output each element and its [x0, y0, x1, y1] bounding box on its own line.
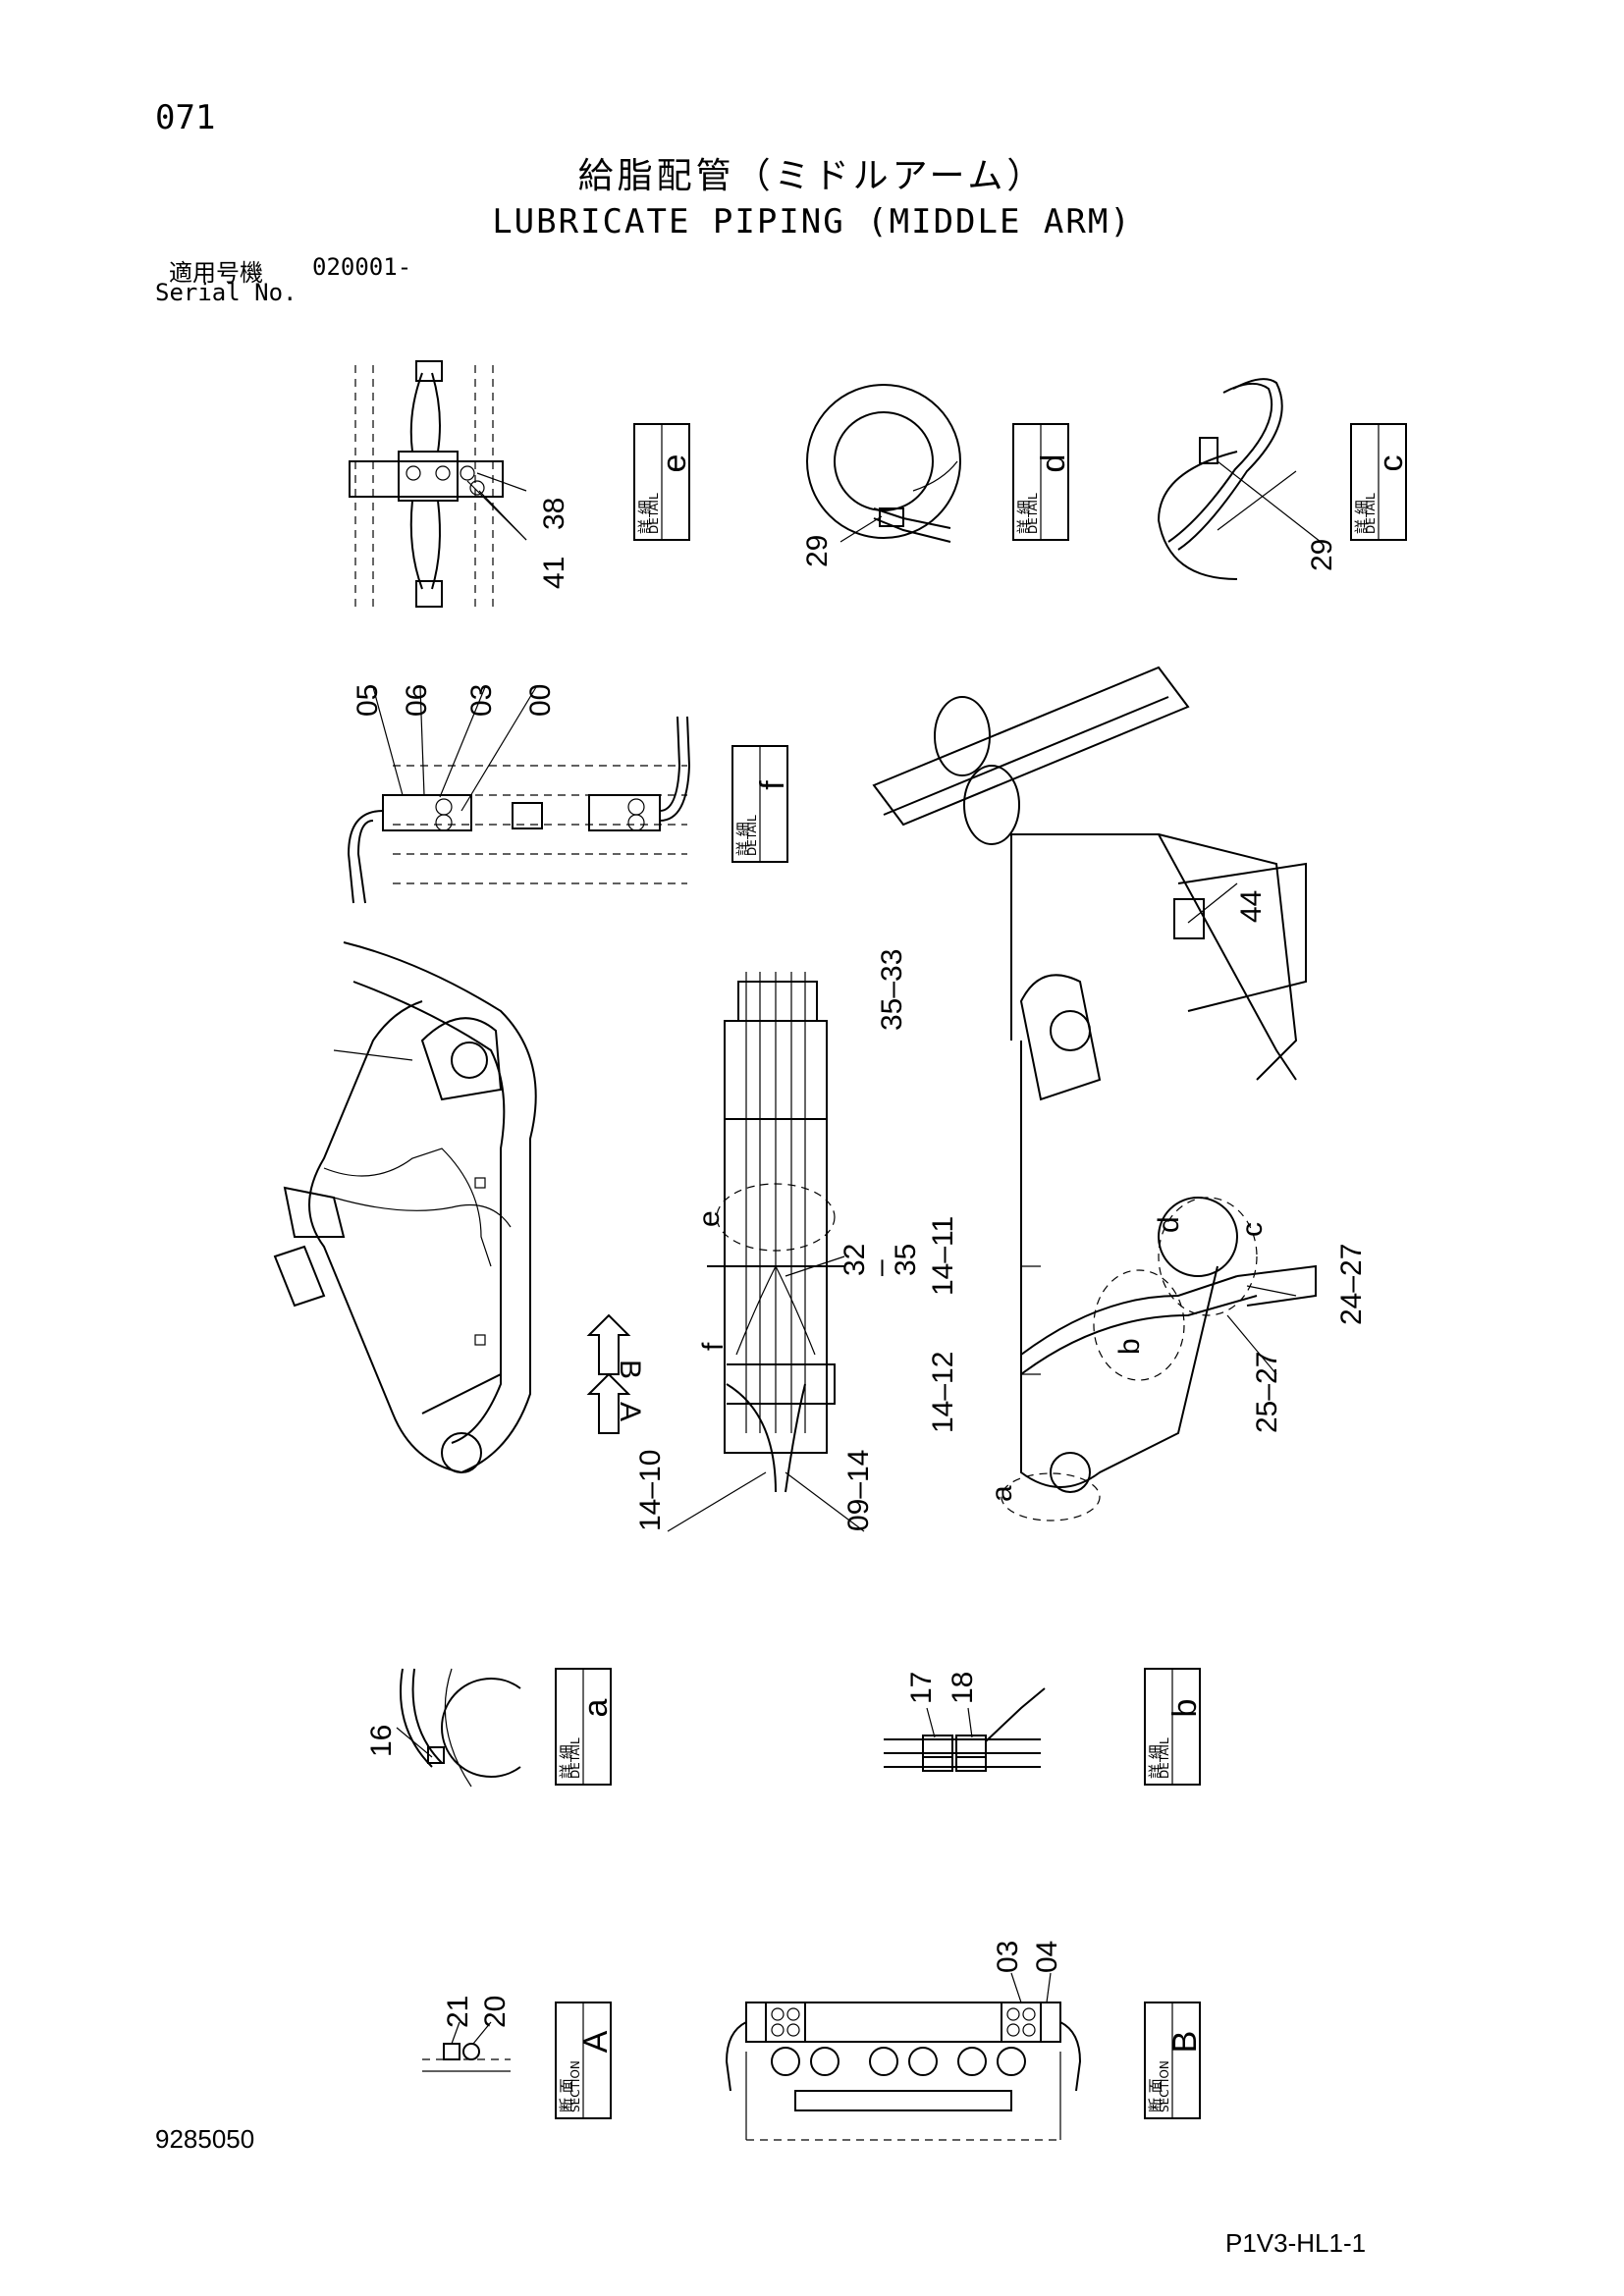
- callout-35: 35: [890, 1244, 922, 1276]
- callout-06: 06: [401, 684, 433, 717]
- label-box-kind-english: DETAIL: [1026, 493, 1040, 534]
- callout-14-12: 14–12: [927, 1352, 959, 1433]
- right-detail-b-marker: b: [1113, 1338, 1146, 1355]
- center-detail-f-marker: f: [697, 1342, 730, 1351]
- callout-41: 41: [538, 557, 570, 589]
- label-box-kind-english: SECTION: [1158, 2060, 1171, 2112]
- section-a-drawing: 21 20: [422, 1996, 512, 2072]
- right-detail-c-marker: c: [1236, 1222, 1269, 1237]
- detail-d-drawing: 29: [801, 384, 961, 567]
- section-arrow-b-letter: B: [614, 1360, 646, 1379]
- label-box-kind-english: DETAIL: [1364, 493, 1378, 534]
- label-box-letter: e: [656, 454, 693, 473]
- callout-29-d: 29: [801, 535, 834, 567]
- callout-05: 05: [352, 684, 384, 717]
- label-box-kind-english: DETAIL: [647, 493, 661, 534]
- label-box-letter: c: [1373, 455, 1410, 472]
- right-detail-d-marker: d: [1153, 1216, 1185, 1233]
- serial-value: 020001-: [312, 253, 412, 281]
- left-arm-view: [273, 941, 537, 1474]
- detail-f-drawing: 05 06 03 00: [347, 684, 691, 904]
- sheet-code: P1V3-HL1-1: [1225, 2228, 1367, 2258]
- page-number: 071: [155, 98, 216, 137]
- section-arrow-a: A: [586, 1372, 646, 1434]
- label-box-kind-english: DETAIL: [745, 815, 759, 856]
- detail-e-drawing: 38 41: [349, 360, 570, 609]
- serial-label-japanese: 適用号機: [169, 259, 263, 287]
- label-box-kind-japanese: 詳 細: [734, 822, 752, 856]
- callout-00: 00: [524, 684, 557, 717]
- label-box-kind-english: DETAIL: [1158, 1737, 1171, 1779]
- right-arm-view: 44 35–33 14–11 14–12 24–27 25–27 a b c d: [872, 666, 1368, 1522]
- callout-21: 21: [442, 1996, 474, 2028]
- callout-14-11: 14–11: [927, 1216, 959, 1296]
- label-box-letter: b: [1166, 1699, 1204, 1718]
- section-b-drawing: 03 04: [725, 1941, 1082, 2141]
- callout-14-10: 14–10: [634, 1450, 667, 1531]
- label-box-kind-japanese: 詳 細: [1147, 1744, 1164, 1779]
- callout-03-b: 03: [992, 1941, 1024, 1973]
- label-box-letter: B: [1166, 2031, 1204, 2054]
- section-arrow-b: B: [586, 1313, 646, 1379]
- center-detail-e-marker: e: [693, 1210, 726, 1227]
- label-box-kind-japanese: 断 面: [1147, 2078, 1164, 2112]
- label-box-kind-japanese: 詳 細: [1015, 500, 1033, 534]
- center-arm-view: e f 32 – 35 14–10 09–14: [634, 972, 922, 1532]
- callout-17: 17: [905, 1672, 938, 1704]
- detail-b-drawing: 17 18: [884, 1672, 1046, 1772]
- label-box-kind-english: SECTION: [568, 2060, 582, 2112]
- callout-20: 20: [479, 1996, 512, 2028]
- label-box-kind-japanese: 断 面: [558, 2078, 575, 2112]
- label-box-kind-japanese: 詳 細: [636, 500, 654, 534]
- callout-03-f: 03: [465, 684, 498, 717]
- callout-32-35: 32 – 35: [839, 1235, 922, 1276]
- callout-29-c: 29: [1306, 539, 1338, 571]
- callout-25-27: 25–27: [1251, 1352, 1283, 1433]
- title-english: LUBRICATE PIPING (MIDDLE ARM): [492, 202, 1132, 241]
- callout-35-33: 35–33: [876, 949, 908, 1031]
- label-box-kind-japanese: 詳 細: [558, 1744, 575, 1779]
- label-box-letter: d: [1035, 454, 1072, 473]
- right-detail-a-marker: a: [986, 1485, 1018, 1502]
- callout-44: 44: [1235, 890, 1268, 923]
- label-box-kind-japanese: 詳 細: [1353, 500, 1371, 534]
- callout-16: 16: [365, 1725, 398, 1757]
- callout-32-35-dash: –: [864, 1259, 896, 1276]
- label-box-letter: a: [577, 1698, 615, 1717]
- callout-24-27: 24–27: [1335, 1244, 1368, 1325]
- title-japanese: 給脂配管（ミドルアーム）: [577, 156, 1047, 196]
- callout-18: 18: [947, 1672, 979, 1704]
- detail-a-drawing: 16: [365, 1668, 521, 1788]
- callout-09-14: 09–14: [842, 1450, 875, 1531]
- detail-c-drawing: 29: [1157, 378, 1338, 580]
- label-box-kind-english: DETAIL: [568, 1737, 582, 1779]
- label-box-letter: f: [754, 780, 791, 790]
- label-box-letter: A: [577, 2030, 615, 2053]
- serial-label-english: Serial No.: [155, 279, 298, 306]
- callout-04: 04: [1031, 1941, 1063, 1973]
- document-number: 9285050: [155, 2124, 255, 2154]
- callout-38: 38: [538, 498, 570, 530]
- section-arrow-a-letter: A: [614, 1402, 646, 1421]
